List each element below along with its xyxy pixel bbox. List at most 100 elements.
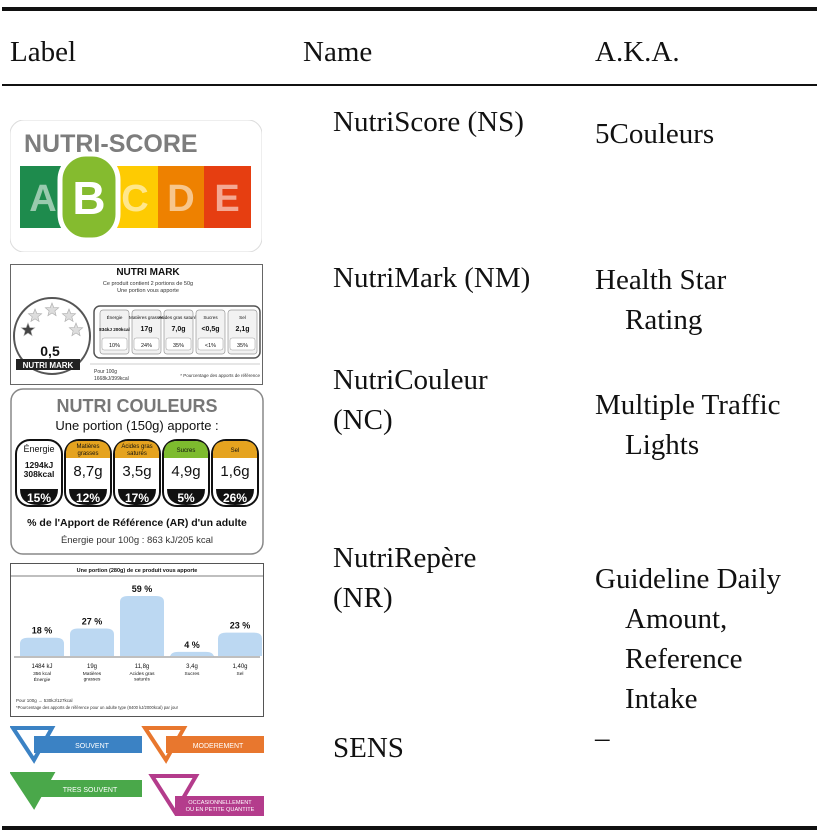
nutrimark-col-name: Matières grasses	[129, 315, 165, 320]
nutricouleur-col-pct: 17%	[125, 491, 149, 505]
nutriscore-title: NUTRI-SCORE	[24, 130, 198, 158]
nutricouleur-col-value: 4,9g	[171, 463, 200, 480]
nutricouleur-col-pct: 15%	[27, 491, 51, 505]
nutrirepere-bar-value: 19g	[87, 664, 97, 670]
nutricouleur-col-value: 3,5g	[122, 463, 151, 480]
nutrirepere-label: Une portion (280g) de ce produit vous ap…	[10, 563, 264, 717]
nutrimark-star-icon	[44, 302, 60, 317]
nutrirepere-bar-pct: 59 %	[132, 584, 153, 594]
nutricouleur-col-name: Sucres	[177, 448, 196, 454]
nutrirepere-bar-name: Matières	[83, 671, 102, 677]
nutrimark-title: NUTRI MARK	[116, 267, 180, 278]
nutricouleur-foot-2: Énergie pour 100g : 863 kJ/205 kcal	[61, 535, 213, 546]
nutrimark-badge: NUTRI MARK	[23, 361, 74, 370]
header-rule	[2, 84, 817, 86]
nutrimark-star-icon	[61, 308, 77, 323]
nutricouleur-subtitle: Une portion (150g) apporte :	[55, 418, 218, 433]
nutrirepere-bar	[20, 637, 64, 656]
sens-item-tres-souvent: TRES SOUVENT	[63, 787, 118, 794]
nutricouleur-col-name: Énergie	[23, 444, 54, 454]
nutrimark-col-value: 2,1g	[235, 326, 249, 333]
nutrimark-col-value: 17g	[140, 326, 152, 333]
nutricouleur-col-name: Acides gras	[121, 444, 152, 450]
nutriscore-letter-d: D	[167, 178, 194, 220]
nutriscore-letter-c: C	[121, 178, 148, 220]
nutrirepere-bar-pct: 18 %	[32, 626, 53, 636]
nutrimark-subtitle-2: Une portion vous apporte	[117, 288, 179, 294]
nutricouleur-foot-1: % de l'Apport de Référence (AR) d'un adu…	[27, 517, 247, 529]
nutricouleur-col-pct: 5%	[177, 491, 195, 505]
row5-name: SENS	[333, 732, 404, 764]
nutrirepere-bar-name: Énergie	[34, 676, 51, 683]
nutrimark-col-value: <0,5g	[201, 326, 219, 333]
nutricouleur-col-name: Matières	[76, 444, 99, 450]
sens-item-souvent: SOUVENT	[75, 743, 110, 750]
row4-name-2: (NR)	[333, 582, 393, 614]
nutrimark-col-value: 7,0g	[171, 326, 185, 333]
nutrirepere-foot-1: Pour 100g → 530kJ/127kcal	[16, 698, 73, 703]
nutrimark-star-icon	[27, 308, 43, 323]
nutriscore-selected-marker	[57, 151, 121, 243]
nutriscore-letter-b: B	[72, 172, 105, 224]
nutrimark-foot-3: * Pourcentage des apports de référence	[180, 373, 260, 378]
nutrirepere-bar-pct: 23 %	[230, 621, 251, 631]
nutrirepere-bar-value: 11,8g	[135, 664, 150, 670]
row3-aka-1: Multiple Traffic	[595, 389, 781, 421]
row4-aka-4: Intake	[625, 683, 698, 715]
nutrirepere-bar-value: 1,40g	[232, 664, 247, 670]
row4-aka-2: Amount,	[625, 603, 728, 635]
nutrirepere-bar-value: 1484 kJ	[31, 664, 52, 670]
nutrirepere-bar	[70, 628, 114, 656]
nutrimark-col-name: Acides gras saturés	[158, 315, 199, 320]
nutricouleur-col-value: 8,7g	[73, 463, 102, 480]
nutriscore-cell-d	[158, 166, 205, 228]
nutrimark-label: NUTRI MARK Ce produit contient 2 portion…	[10, 264, 263, 385]
nutrimark-col-name: Sucres	[203, 315, 218, 320]
nutrirepere-bar-name: saturés	[134, 677, 150, 683]
nutrimark-col-pct: 24%	[141, 343, 152, 349]
nutriscore-letter-e: E	[214, 178, 239, 220]
row2-aka-2: Rating	[625, 304, 703, 336]
nutrimark-col-pct: 35%	[173, 343, 184, 349]
nutrimark-col-name: Sel	[239, 315, 246, 320]
nutriscore-letter-a: A	[29, 178, 56, 220]
nutrirepere-bar-value: 3,4g	[186, 664, 198, 670]
nutrirepere-bar	[120, 596, 164, 656]
sens-label: SOUVENT MODEREMENT TRES SOUVENT OCCASION…	[10, 724, 266, 820]
table-top-rule	[2, 7, 817, 11]
row4-aka-3: Reference	[625, 643, 743, 675]
nutrimark-score: 0,5	[40, 343, 60, 359]
nutriscore-cell-e	[204, 166, 251, 228]
nutrimark-foot-2: 1668kJ/399kcal	[94, 376, 129, 382]
header-aka: A.K.A.	[595, 36, 680, 68]
nutrimark-subtitle-1: Ce produit contient 2 portions de 50g	[103, 281, 193, 287]
nutrirepere-bar-pct: 27 %	[82, 617, 103, 627]
nutrirepere-foot-2: *Pourcentage des apports de référence po…	[16, 705, 179, 710]
nutricouleur-col-name: Sel	[231, 448, 240, 454]
nutricouleur-col-pct: 12%	[76, 491, 100, 505]
nutrimark-star-icon	[20, 322, 36, 337]
nutrimark-foot-1: Pour 100g	[94, 369, 117, 375]
nutricouleur-col-pct: 26%	[223, 491, 247, 505]
nutrirepere-bar-pct: 4 %	[184, 640, 200, 650]
header-label: Label	[10, 36, 77, 68]
nutrirepere-bar-name: Sucres	[185, 671, 201, 677]
row4-name-1: NutriRepère	[333, 542, 477, 574]
row1-name: NutriScore (NS)	[333, 106, 524, 138]
nutricouleur-col-name: saturés	[127, 451, 147, 457]
nutrirepere-bar-name: Acides gras	[129, 671, 155, 677]
nutrirepere-title: Une portion (280g) de ce produit vous ap…	[77, 568, 198, 574]
row1-aka: 5Couleurs	[595, 118, 715, 150]
row3-name-2: (NC)	[333, 404, 393, 436]
nutricouleur-title: NUTRI COULEURS	[57, 396, 218, 416]
row5-aka: –	[595, 722, 610, 754]
row3-aka-2: Lights	[625, 429, 700, 461]
row3-name-1: NutriCouleur	[333, 364, 488, 396]
row4-aka-1: Guideline Daily	[595, 563, 782, 595]
nutrimark-stars	[20, 302, 84, 337]
nutricouleur-col-value: 308kcal	[24, 469, 55, 479]
nutrimark-col-name: Énergie	[107, 314, 123, 320]
nutricouleur-col-value: 1,6g	[220, 463, 249, 480]
